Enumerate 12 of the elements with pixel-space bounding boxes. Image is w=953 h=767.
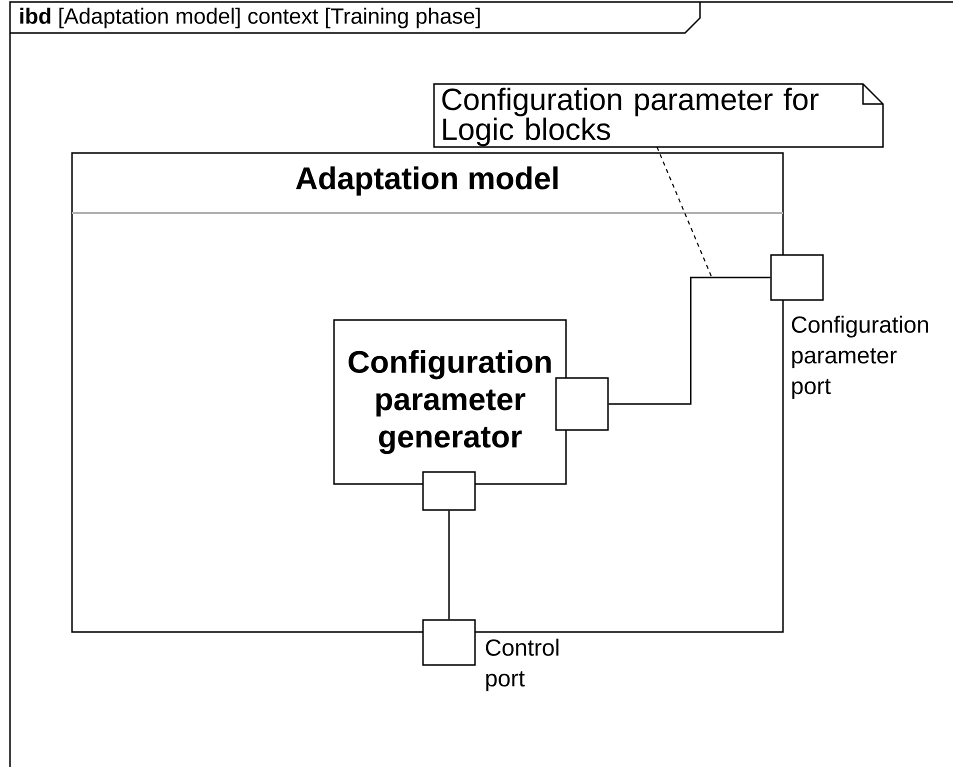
leader-line [656,146,713,278]
connector [608,276,770,405]
port [422,471,476,511]
port [770,254,824,301]
port-label: Configuration parameter port [792,316,928,399]
part-box: Configuration parameter generator [333,319,567,485]
note: Configuration parameter for Logic blocks [433,83,884,148]
port [555,377,609,431]
port [422,619,476,666]
port-label: Control port [486,638,558,692]
connector [448,510,450,620]
frame-header: ibd [Adaptation model] context [Training phase] [10,2,701,34]
